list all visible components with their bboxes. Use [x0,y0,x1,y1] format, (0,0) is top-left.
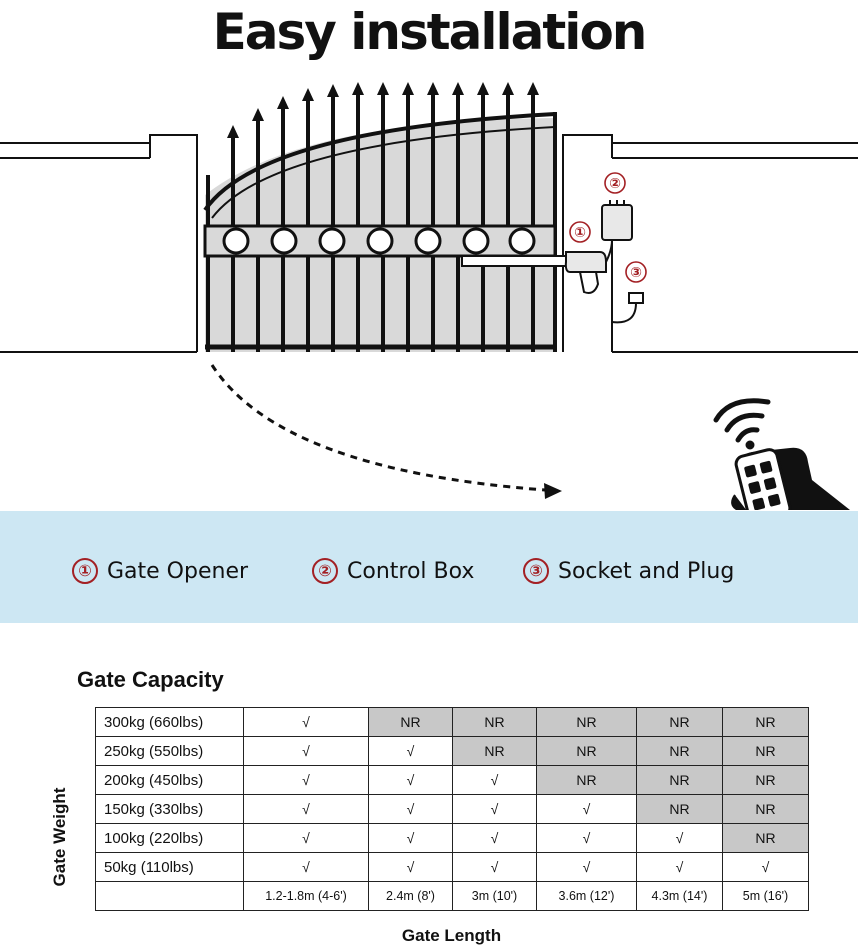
legend-number: ① [72,558,98,584]
capacity-cell: √ [452,765,537,795]
capacity-cell: √ [243,852,369,882]
capacity-cell: √ [722,852,809,882]
capacity-cell: NR [722,823,809,853]
callout-1: ① [574,225,586,241]
control-box-icon [601,200,633,352]
length-cell: 3m (10') [452,881,537,911]
swing-arrow-icon [210,364,562,499]
weight-cell: 300kg (660lbs) [95,707,244,737]
capacity-cell: NR [536,736,637,766]
right-wall [562,134,858,353]
capacity-cell: √ [243,736,369,766]
capacity-cell: √ [536,852,637,882]
weight-cell: 200kg (450lbs) [95,765,244,795]
capacity-cell: √ [243,765,369,795]
capacity-cell: NR [722,736,809,766]
capacity-cell: NR [636,736,723,766]
legend-label: Socket and Plug [558,558,735,584]
capacity-cell: √ [452,794,537,824]
legend-label: Gate Opener [107,558,249,584]
y-axis-label: Gate Weight [50,787,69,887]
capacity-cell: √ [452,852,537,882]
table-row: 50kg (110lbs)√√√√√√ [95,852,809,882]
legend-number: ② [312,558,338,584]
callout-2: ② [609,176,621,192]
legend-item-gate-opener: ① Gate Opener [72,553,248,589]
weight-cell: 50kg (110lbs) [95,852,244,882]
capacity-title: Gate Capacity [77,667,224,692]
length-cell: 5m (16') [722,881,809,911]
capacity-cell: NR [722,707,809,737]
capacity-cell: √ [636,852,723,882]
left-wall [0,134,198,353]
capacity-cell: NR [536,765,637,795]
weight-cell: 100kg (220lbs) [95,823,244,853]
x-axis-label: Gate Length [401,926,502,945]
capacity-cell: NR [452,707,537,737]
capacity-cell: √ [243,707,369,737]
capacity-cell: NR [636,765,723,795]
callout-3: ③ [630,265,642,281]
capacity-cell: NR [636,707,723,737]
capacity-cell: √ [243,794,369,824]
capacity-cell: √ [368,823,453,853]
capacity-cell: √ [636,823,723,853]
length-cell: 1.2-1.8m (4-6') [243,881,369,911]
capacity-cell: NR [368,707,453,737]
gate-icon [203,82,557,352]
capacity-cell: √ [368,852,453,882]
capacity-cell: NR [722,794,809,824]
legend-item-socket-plug: ③ Socket and Plug [523,553,734,589]
capacity-cell: √ [243,823,369,853]
length-row: 1.2-1.8m (4-6')2.4m (8')3m (10')3.6m (12… [95,881,809,911]
corner-cell [95,881,244,911]
legend-band [0,511,858,623]
legend-label: Control Box [347,558,475,584]
capacity-cell: √ [368,794,453,824]
capacity-cell: √ [452,823,537,853]
page-title: Easy installation [212,3,648,61]
gate-opener-icon [461,251,607,294]
weight-cell: 250kg (550lbs) [95,736,244,766]
socket-plug-icon [611,292,644,324]
capacity-cell: √ [536,823,637,853]
table-row: 100kg (220lbs)√√√√√NR [95,823,809,853]
capacity-cell: √ [368,765,453,795]
weight-cell: 150kg (330lbs) [95,794,244,824]
capacity-cell: √ [368,736,453,766]
capacity-cell: √ [536,794,637,824]
length-cell: 3.6m (12') [536,881,637,911]
capacity-cell: NR [636,794,723,824]
length-cell: 2.4m (8') [368,881,453,911]
capacity-cell: NR [452,736,537,766]
callout-markers [569,172,647,283]
capacity-cell: NR [536,707,637,737]
length-cell: 4.3m (14') [636,881,723,911]
capacity-cell: NR [722,765,809,795]
gate-illustration: ① ② ③ [0,82,858,510]
legend-number: ③ [523,558,549,584]
wireless-signal-icon [713,398,771,450]
remote-control-icon [731,447,850,510]
legend-item-control-box: ② Control Box [312,553,474,589]
